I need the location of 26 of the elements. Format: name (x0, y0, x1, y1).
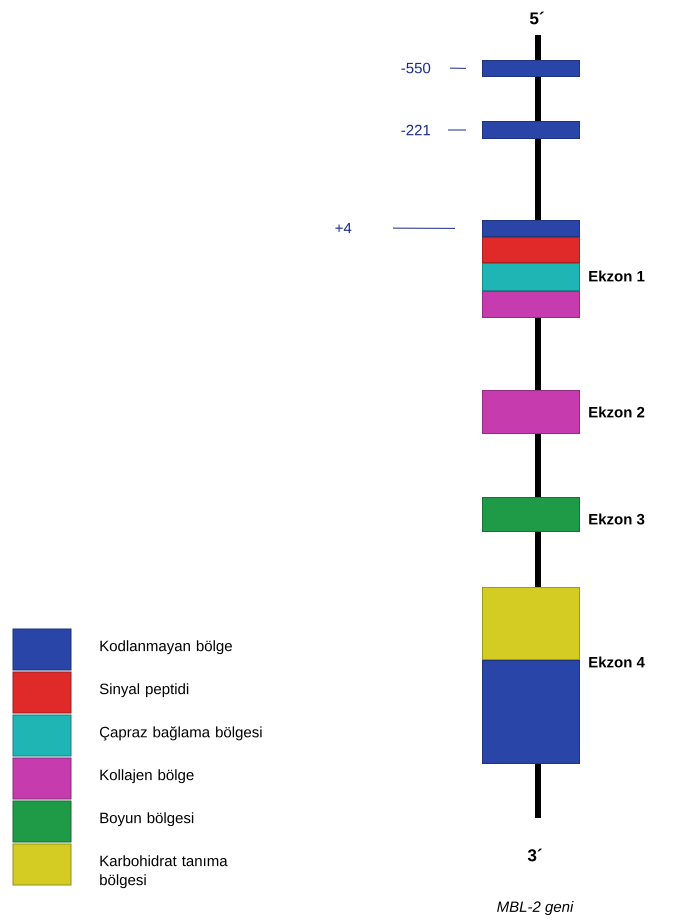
exon-segment (482, 60, 580, 77)
leader-line (450, 68, 466, 69)
legend-label: Boyun bölgesi (100, 812, 194, 826)
exon-segment (482, 497, 580, 532)
strand-end-label: 5´ (530, 12, 544, 24)
exon-segment (482, 390, 580, 434)
gene-name: MBL-2 geni (497, 901, 574, 915)
position-label: +4 (335, 222, 352, 234)
legend-label: Kollajen bölge (100, 769, 194, 784)
exon-label: Ekzon 1 (589, 270, 644, 282)
position-label: -221 (401, 124, 430, 136)
exon-segment (482, 660, 580, 764)
exon-segment (482, 121, 580, 139)
legend-label: Çapraz bağlama bölgesi (100, 726, 262, 740)
exon-segment (482, 220, 580, 237)
exon-label: Ekzon 4 (589, 656, 645, 668)
legend-label: Karbohidrat tanıma bölgesi (100, 855, 228, 888)
exon-segment (482, 237, 580, 263)
exon-segment (482, 587, 580, 660)
exon-segment (482, 291, 580, 318)
leader-line (392, 228, 456, 229)
strand-end-label: 3´ (528, 848, 542, 862)
exon-segment (482, 263, 580, 291)
position-label: -550 (401, 62, 430, 74)
legend-label: Kodlanmayan bölge (100, 640, 232, 654)
legend-label: Sinyal peptidi (100, 683, 188, 698)
